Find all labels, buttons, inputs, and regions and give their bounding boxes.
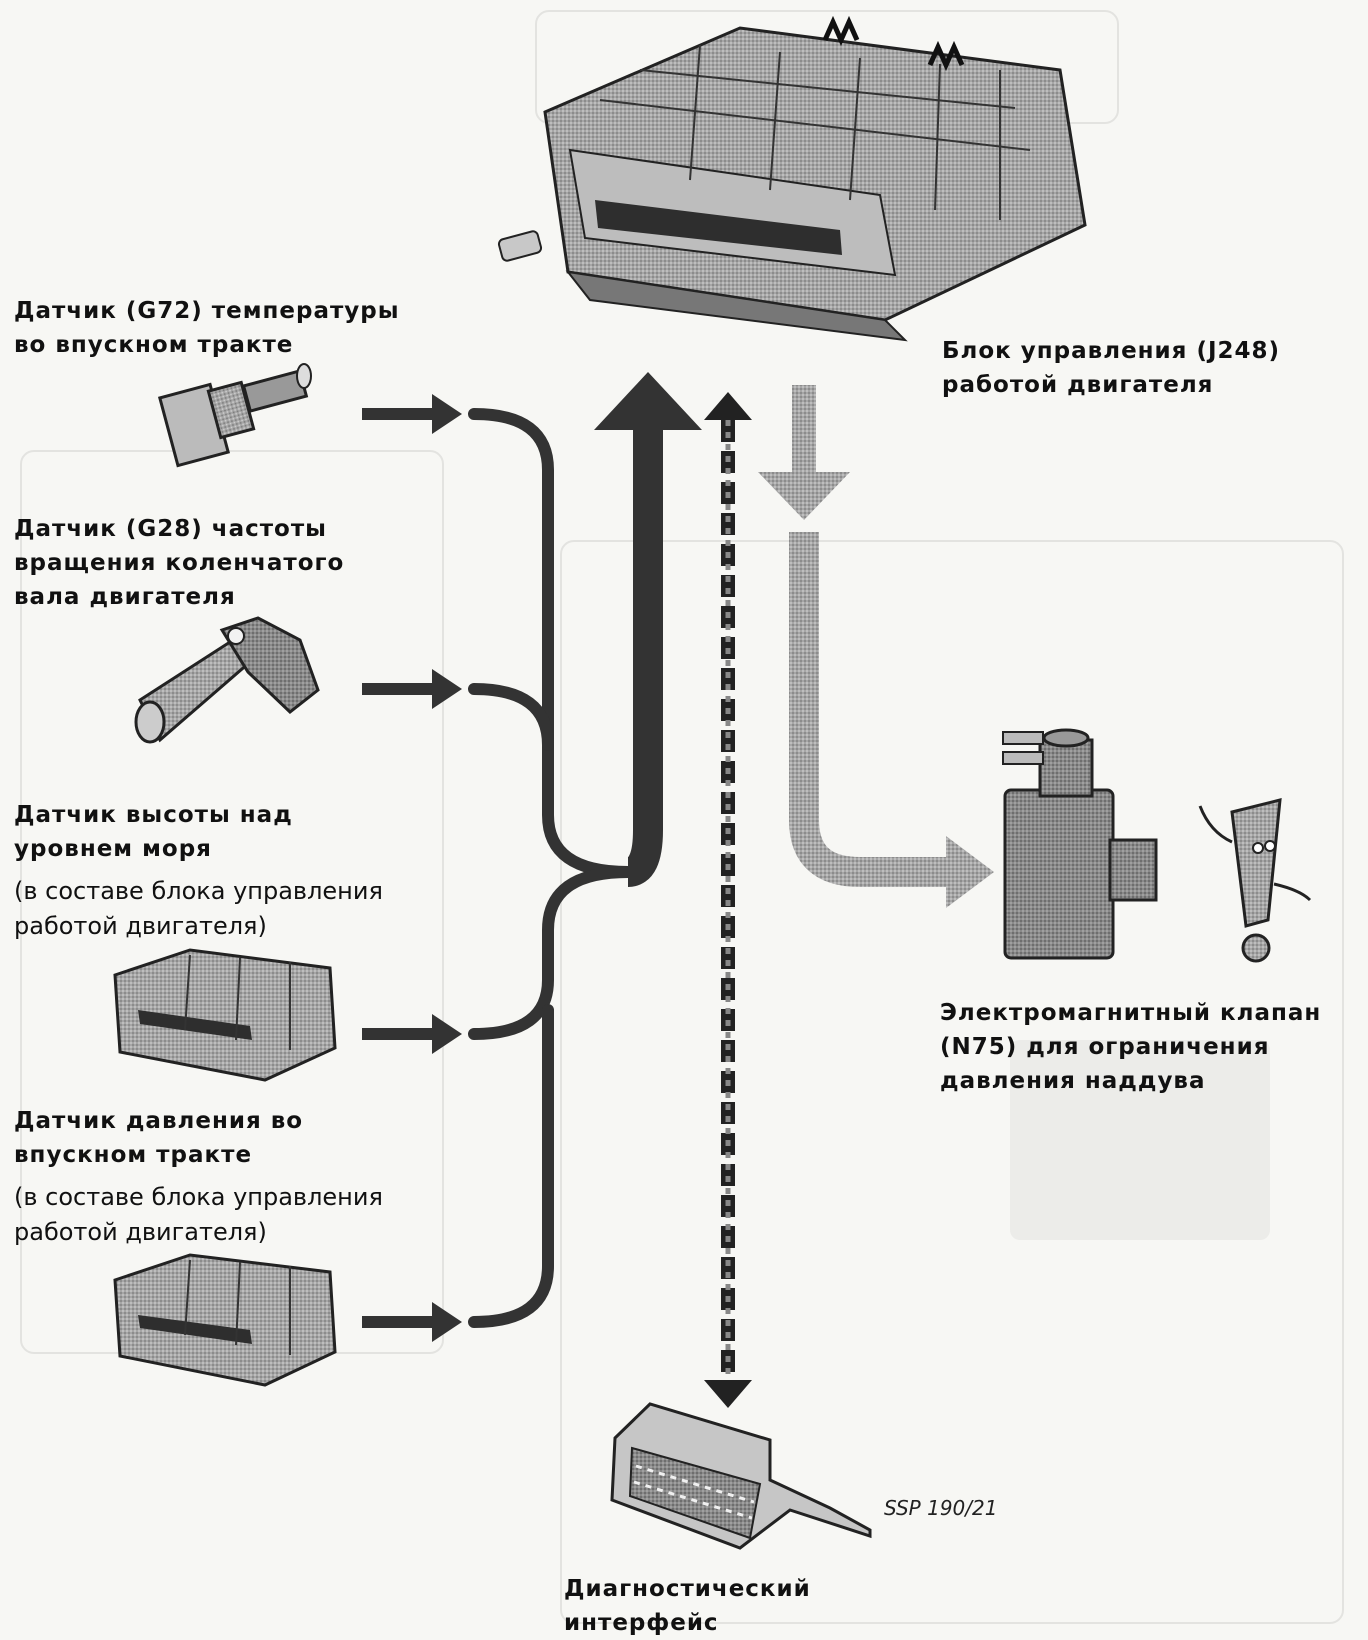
- pressure-sensor-title: Датчик давления во впускном тракте: [14, 1108, 304, 1168]
- g72-sensor-image: [157, 363, 312, 468]
- background-box: [1010, 1040, 1270, 1240]
- signal-collector-brace: [468, 408, 634, 1328]
- altitude-sensor-note: (в составе блока управления работой двиг…: [14, 877, 383, 940]
- background-panel-right: [560, 540, 1344, 1624]
- ecu-j248-image: [497, 15, 1087, 342]
- diagnostic-link-arrow: [704, 392, 752, 1408]
- ecu-output-arrow: [758, 385, 994, 908]
- n75-valve-image: [1002, 728, 1158, 960]
- exclamation-mascot-icon: [1198, 798, 1312, 963]
- n75-valve-label: Электромагнитный клапан (N75) для ограни…: [940, 1000, 1322, 1094]
- diagnostic-interface-label: Диагностический интерфейс: [564, 1576, 811, 1636]
- diagnostic-connector-image: [610, 1402, 872, 1550]
- altitude-sensor-ecu-image: [113, 948, 337, 1082]
- figure-reference: SSP 190/21: [884, 1496, 998, 1520]
- g72-sensor-label: Датчик (G72) температуры во впускном тра…: [14, 298, 400, 358]
- altitude-sensor-label: Датчик высоты над уровнем моря (в состав…: [14, 798, 383, 944]
- ecu-input-arrow: [594, 372, 702, 887]
- input-arrows: [362, 394, 462, 1342]
- g28-sensor-label: Датчик (G28) частоты вращения коленчатог…: [14, 516, 345, 610]
- pressure-sensor-note: (в составе блока управления работой двиг…: [14, 1183, 383, 1246]
- pressure-sensor-label: Датчик давления во впускном тракте (в со…: [14, 1104, 383, 1250]
- g28-sensor-image: [134, 616, 320, 744]
- pressure-sensor-ecu-image: [113, 1253, 337, 1387]
- ecu-j248-label: Блок управления (J248) работой двигателя: [942, 338, 1281, 398]
- altitude-sensor-title: Датчик высоты над уровнем моря: [14, 802, 293, 862]
